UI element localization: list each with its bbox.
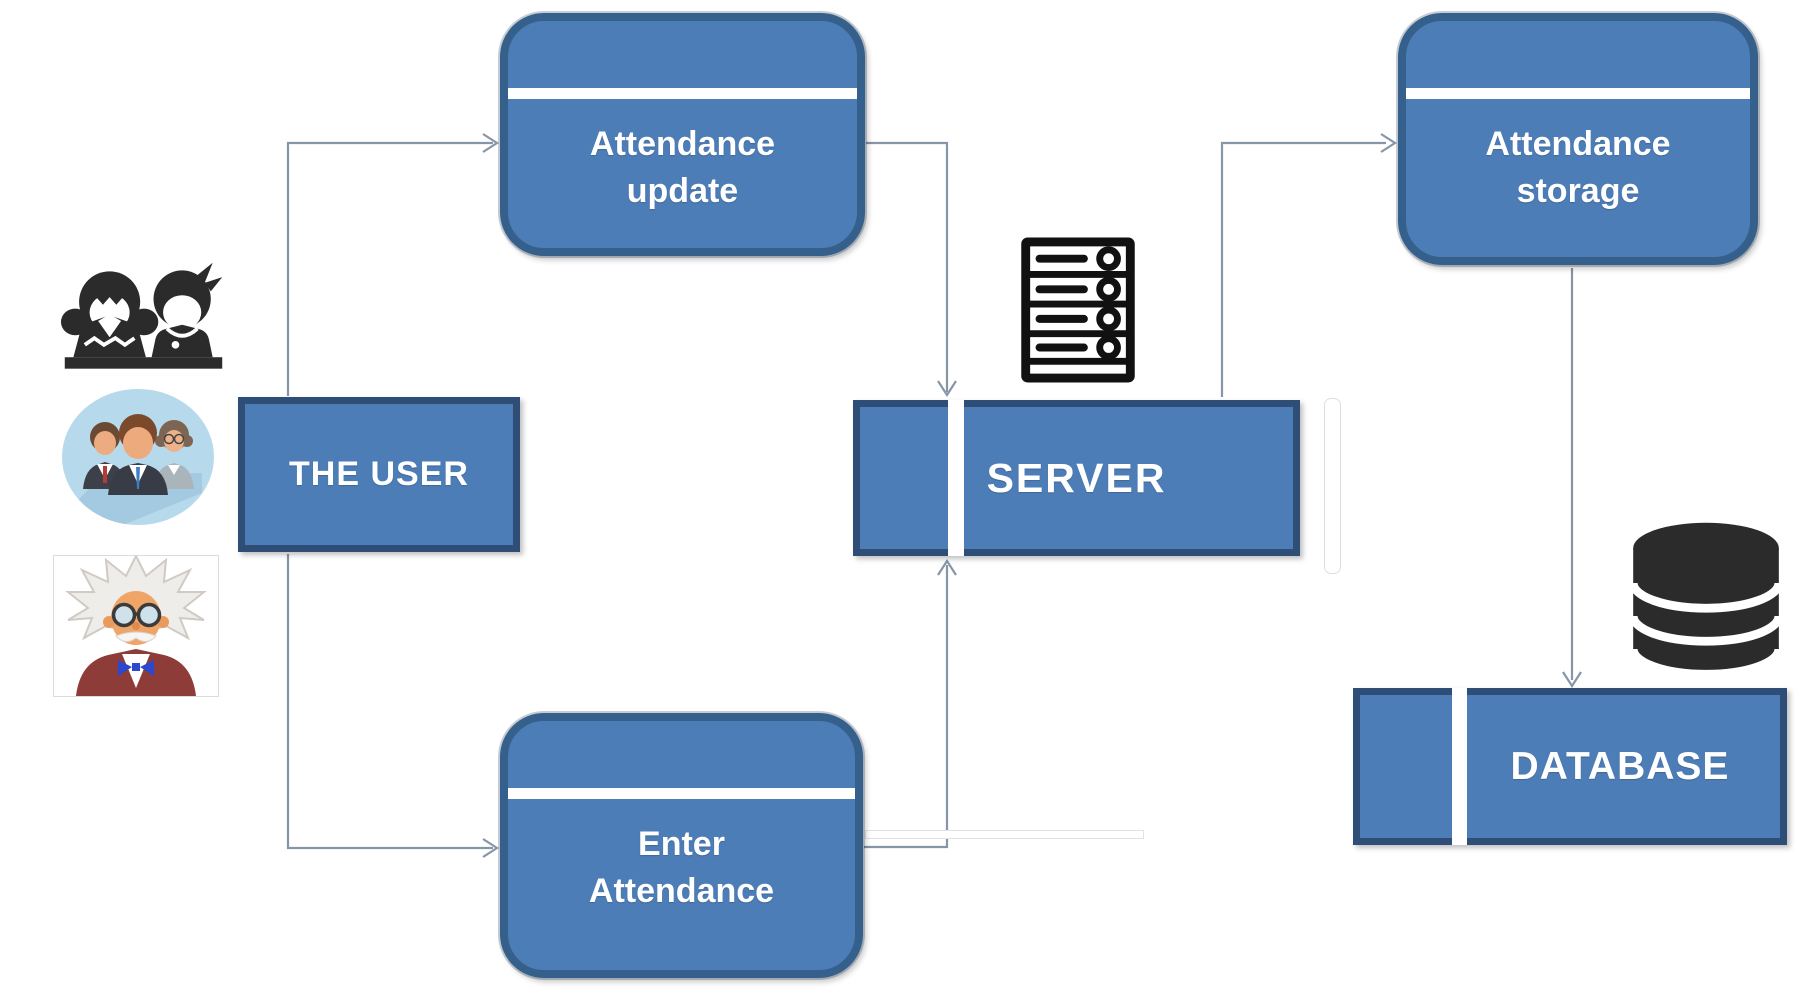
edge-enter-attendance-to-server [864,558,957,849]
database-cylinder-drawing [1628,522,1784,679]
node-enter-attendance: Enter Attendance [500,713,863,978]
database-stripe [1452,688,1467,845]
edge-attendance-storage-to-database [1562,268,1582,689]
node-label: SERVER [986,454,1167,501]
node-label: DATABASE [1510,744,1730,788]
professor-icon [53,553,219,697]
node-label: Attendance storage [1485,125,1671,210]
server-stripe [948,400,964,556]
server-rack-icon [988,233,1165,385]
node-server: SERVER [853,400,1300,556]
server-rack-drawing [1021,237,1135,383]
staff-icon-drawing [62,389,214,525]
edge-user-to-attendance-update [286,133,500,396]
students-icon [60,227,227,372]
node-the-user: THE USER [238,397,520,552]
divider-line [508,88,857,99]
node-label: THE USER [289,455,469,493]
node-label: Attendance update [589,125,776,210]
faint-horizontal-strip [865,830,1144,839]
students-icon-drawing [60,262,223,369]
node-attendance-storage: Attendance storage [1398,13,1758,265]
edge-user-to-enter-attendance [286,554,500,858]
edge-server-to-attendance-storage [1220,133,1398,397]
node-attendance-update: Attendance update [500,13,865,256]
divider-line [508,788,855,799]
divider-line [1406,88,1750,99]
node-database: DATABASE [1353,688,1787,845]
edge-attendance-update-to-server [866,141,957,398]
node-label: Enter Attendance [588,825,775,910]
faint-vertical-bar [1324,398,1341,574]
database-cylinder-icon [1615,515,1798,682]
staff-icon [50,373,230,543]
professor-icon-drawing [65,553,207,696]
